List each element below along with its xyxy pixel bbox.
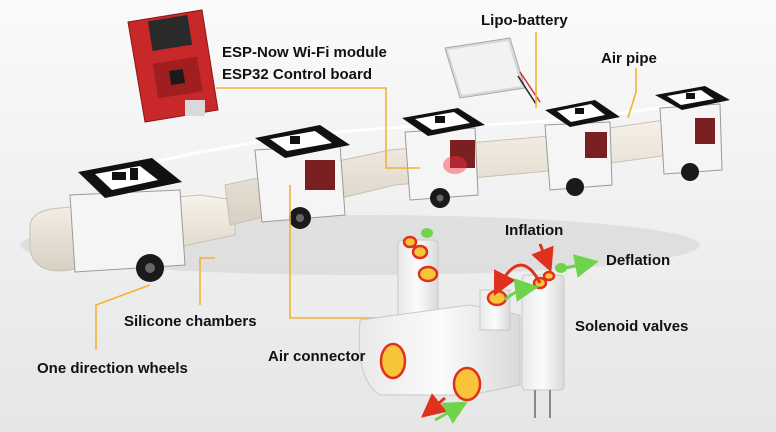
- module-1: [69, 158, 186, 282]
- deflation-arrow: [564, 254, 599, 278]
- label-wheels: One direction wheels: [37, 360, 188, 377]
- valve-inset: [358, 228, 599, 424]
- module-3: [402, 108, 485, 208]
- label-esp32: ESP32 Control board: [222, 66, 373, 83]
- label-air-pipe: Air pipe: [601, 50, 657, 67]
- return-arrow: [503, 278, 539, 302]
- module-5: [655, 86, 730, 181]
- module-4: [544, 100, 620, 196]
- transfer-arrow: [493, 263, 542, 297]
- leader-lines: [95, 32, 637, 350]
- outlet-green-arrow: [434, 401, 468, 424]
- label-lipo: Lipo-battery: [481, 12, 568, 29]
- port: [379, 235, 556, 402]
- inflation-arrow: [531, 243, 554, 273]
- lipo-battery-image: [444, 37, 541, 105]
- label-deflation: Deflation: [606, 252, 671, 269]
- esp32-board-image: [127, 9, 219, 123]
- label-esp-now: ESP-Now Wi-Fi module: [222, 44, 387, 61]
- label-solenoid: Solenoid valves: [575, 318, 689, 335]
- label-air-connector: Air connector: [268, 348, 366, 365]
- outlet-red-arrow: [421, 393, 448, 418]
- module-2: [254, 125, 350, 229]
- label-silicone: Silicone chambers: [124, 313, 257, 330]
- label-inflation: Inflation: [505, 222, 564, 239]
